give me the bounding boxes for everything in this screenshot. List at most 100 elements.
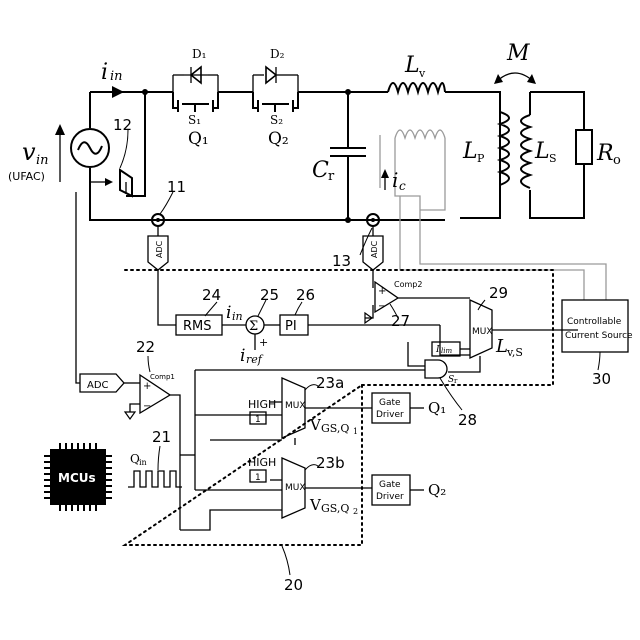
rms-label: RMS — [183, 319, 212, 334]
d1-label: D₁ — [192, 47, 206, 61]
ref-11: 11 — [167, 178, 186, 196]
sense-node-11 — [152, 214, 164, 236]
ref-23a: 23a — [316, 374, 344, 392]
gate-driver-1-line2: Driver — [376, 410, 404, 420]
ref-27: 27 — [391, 312, 410, 330]
mutual-arrow — [494, 73, 536, 84]
vgsq2-sub: GS,Q — [321, 502, 349, 515]
ref-23b: 23b — [316, 454, 345, 472]
sigma-label: Σ — [249, 319, 258, 334]
mux23b-label: MUX — [285, 483, 306, 493]
current-sensor-12 — [90, 170, 132, 196]
q1-out-label: Q₁ — [428, 399, 446, 417]
comp2-plus: + — [378, 286, 386, 297]
m-label: M — [506, 41, 530, 66]
high-label-b: HIGH — [248, 456, 276, 469]
vin-arrow — [55, 124, 65, 182]
iin-sum-sub: in — [232, 310, 243, 323]
ls-sub: S — [549, 152, 557, 165]
ref-26: 26 — [296, 286, 315, 304]
q2-label-top: Q₂ — [268, 129, 289, 149]
ic-label: i — [392, 168, 398, 192]
inductor-lv — [388, 83, 445, 92]
iref-label: i — [240, 346, 245, 366]
ufac-label: (UFAC) — [8, 170, 45, 183]
comp2-minus: − — [378, 301, 386, 312]
vgsq1-sub: GS,Q — [321, 422, 349, 435]
d2-label: D₂ — [270, 47, 285, 61]
sense-node-13 — [367, 214, 379, 236]
cr-sub: r — [328, 169, 335, 184]
gate-bus — [180, 370, 282, 530]
switch-q2 — [253, 67, 298, 112]
ref-13: 13 — [332, 252, 351, 270]
ref-28: 28 — [458, 411, 477, 429]
comp2-label: Comp2 — [394, 280, 422, 289]
vgsq1-idx: 1 — [353, 427, 358, 436]
comp1-plus: + — [143, 381, 151, 392]
qin-sub: in — [139, 458, 147, 467]
adc-label-13: ADC — [370, 240, 379, 258]
comp1-minus: − — [143, 401, 151, 412]
s1-label: S₁ — [188, 113, 201, 127]
ro-label: R — [596, 141, 614, 166]
ic-arrow — [381, 169, 389, 190]
lv-sub: v — [418, 67, 426, 80]
mux29-label: MUX — [472, 327, 493, 337]
aux-winding — [380, 130, 606, 300]
cr-label: C — [312, 158, 329, 183]
q1-label-top: Q₁ — [188, 129, 209, 149]
sum-plus: + — [259, 336, 268, 349]
ref-30: 30 — [592, 370, 611, 388]
iref-sub: ref — [246, 353, 264, 366]
mcus-label: MCUs — [58, 471, 96, 485]
gate-driver-1-line1: Gate — [379, 398, 401, 408]
ls-label: L — [534, 139, 550, 164]
transformer — [500, 112, 530, 188]
ic-sub: c — [399, 179, 406, 193]
resistor-ro — [576, 130, 592, 164]
ro-sub: o — [613, 153, 621, 168]
ccs-line1: Controllable — [567, 317, 622, 327]
junction-dots — [142, 89, 351, 223]
ref-20: 20 — [284, 576, 303, 594]
iin-sub: in — [110, 69, 123, 84]
ccs-line2: Current Source — [565, 331, 633, 341]
ref-24: 24 — [202, 286, 221, 304]
mux23a-label: MUX — [285, 401, 306, 411]
lp-sub: P — [477, 152, 485, 165]
ref-21: 21 — [152, 428, 171, 446]
sr-sub: r — [454, 377, 458, 385]
lvs-sub: v,S — [506, 346, 523, 359]
comp1-label: Comp1 — [150, 373, 175, 381]
s2-label: S₂ — [270, 113, 283, 127]
vgsq2-idx: 2 — [353, 507, 358, 516]
qin-waveform — [128, 471, 182, 487]
ref-29: 29 — [489, 284, 508, 302]
switch-q1 — [173, 67, 218, 112]
q2-out-label: Q₂ — [428, 481, 446, 499]
vin-label: v — [22, 138, 36, 166]
adc-block-left — [76, 192, 140, 392]
one-label-a: 1 — [255, 415, 261, 425]
iin-sum-label: i — [226, 303, 231, 323]
ref-22: 22 — [136, 338, 155, 356]
gate-driver-2-line1: Gate — [379, 480, 401, 490]
vin-sub: in — [36, 153, 49, 168]
adc-label-left: ADC — [87, 380, 109, 391]
leader-lines — [120, 130, 600, 575]
ilim-sub: lim — [441, 347, 452, 355]
ilim-label: I — [435, 345, 440, 355]
one-label-b: 1 — [255, 473, 261, 483]
lvs-label: L — [495, 336, 508, 357]
capacitor-cr — [330, 148, 366, 156]
gate-driver-2-line2: Driver — [376, 492, 404, 502]
lv-label: L — [404, 53, 420, 78]
iin-label: i — [101, 60, 108, 85]
pi-label: PI — [285, 319, 297, 334]
iin-arrow — [112, 86, 124, 98]
ac-source — [71, 129, 109, 167]
adc-label-11: ADC — [155, 240, 164, 258]
ref-12: 12 — [113, 116, 132, 134]
